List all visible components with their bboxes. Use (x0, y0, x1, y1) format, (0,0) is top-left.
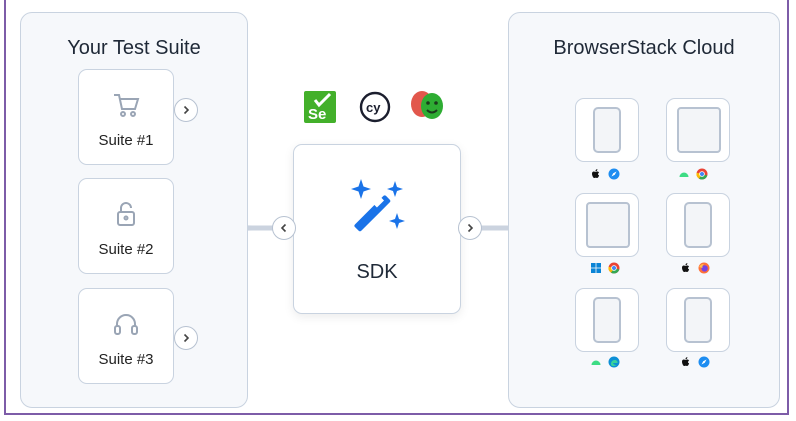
browserstack-cloud-panel: BrowserStack Cloud (508, 12, 780, 408)
phone-icon (684, 297, 712, 343)
phone-icon (593, 297, 621, 343)
edge-icon (608, 356, 620, 368)
device-5-platforms (590, 355, 620, 369)
svg-text:Se: Se (308, 106, 326, 123)
device-card-3[interactable] (575, 193, 639, 257)
suite-card-1[interactable]: Suite #1 (78, 69, 174, 165)
cypress-icon: cy (359, 91, 391, 123)
suite-card-3[interactable]: Suite #3 (78, 288, 174, 384)
device-card-5[interactable] (575, 288, 639, 352)
unlock-icon (117, 202, 135, 226)
shopping-cart-icon (114, 94, 140, 117)
safari-icon (608, 168, 620, 180)
suite-3-expand-button[interactable] (174, 326, 198, 350)
phone-icon (684, 202, 712, 248)
sdk-input-button[interactable] (272, 216, 296, 240)
device-2-platforms (678, 167, 708, 181)
chrome-icon (696, 168, 708, 180)
android-icon (679, 172, 689, 177)
playwright-icon (411, 91, 443, 119)
chevron-right-icon (467, 223, 474, 233)
chrome-icon (608, 262, 620, 274)
phone-icon (593, 107, 621, 153)
apple-icon (592, 169, 600, 178)
magic-wand-icon (351, 179, 405, 232)
device-4-platforms (680, 261, 710, 275)
suite-label: Suite #2 (98, 241, 154, 258)
device-6-platforms (680, 355, 710, 369)
tablet-icon (677, 107, 721, 153)
sdk-label: SDK (356, 261, 398, 283)
sdk-output-button[interactable] (458, 216, 482, 240)
test-suite-title: Your Test Suite (67, 37, 201, 59)
device-3-platforms (590, 261, 620, 275)
device-card-6[interactable] (666, 288, 730, 352)
android-icon (591, 360, 601, 365)
windows-icon (591, 263, 601, 273)
tablet-icon (586, 202, 630, 248)
chevron-left-icon (280, 223, 287, 233)
headset-icon (114, 314, 138, 335)
apple-icon (682, 357, 690, 366)
selenium-icon: Se (304, 91, 336, 123)
apple-icon (682, 263, 690, 272)
device-card-4[interactable] (666, 193, 730, 257)
chevron-right-icon (183, 333, 190, 343)
suite-card-2[interactable]: Suite #2 (78, 178, 174, 274)
firefox-icon (698, 262, 710, 274)
svg-text:cy: cy (366, 100, 381, 115)
device-1-platforms (590, 167, 620, 181)
device-card-2[interactable] (666, 98, 730, 162)
cloud-title: BrowserStack Cloud (553, 37, 735, 59)
device-card-1[interactable] (575, 98, 639, 162)
suite-1-expand-button[interactable] (174, 98, 198, 122)
suite-label: Suite #3 (98, 351, 154, 368)
safari-icon (698, 356, 710, 368)
sdk-card[interactable]: SDK (293, 144, 461, 314)
chevron-right-icon (183, 105, 190, 115)
suite-label: Suite #1 (98, 132, 154, 149)
